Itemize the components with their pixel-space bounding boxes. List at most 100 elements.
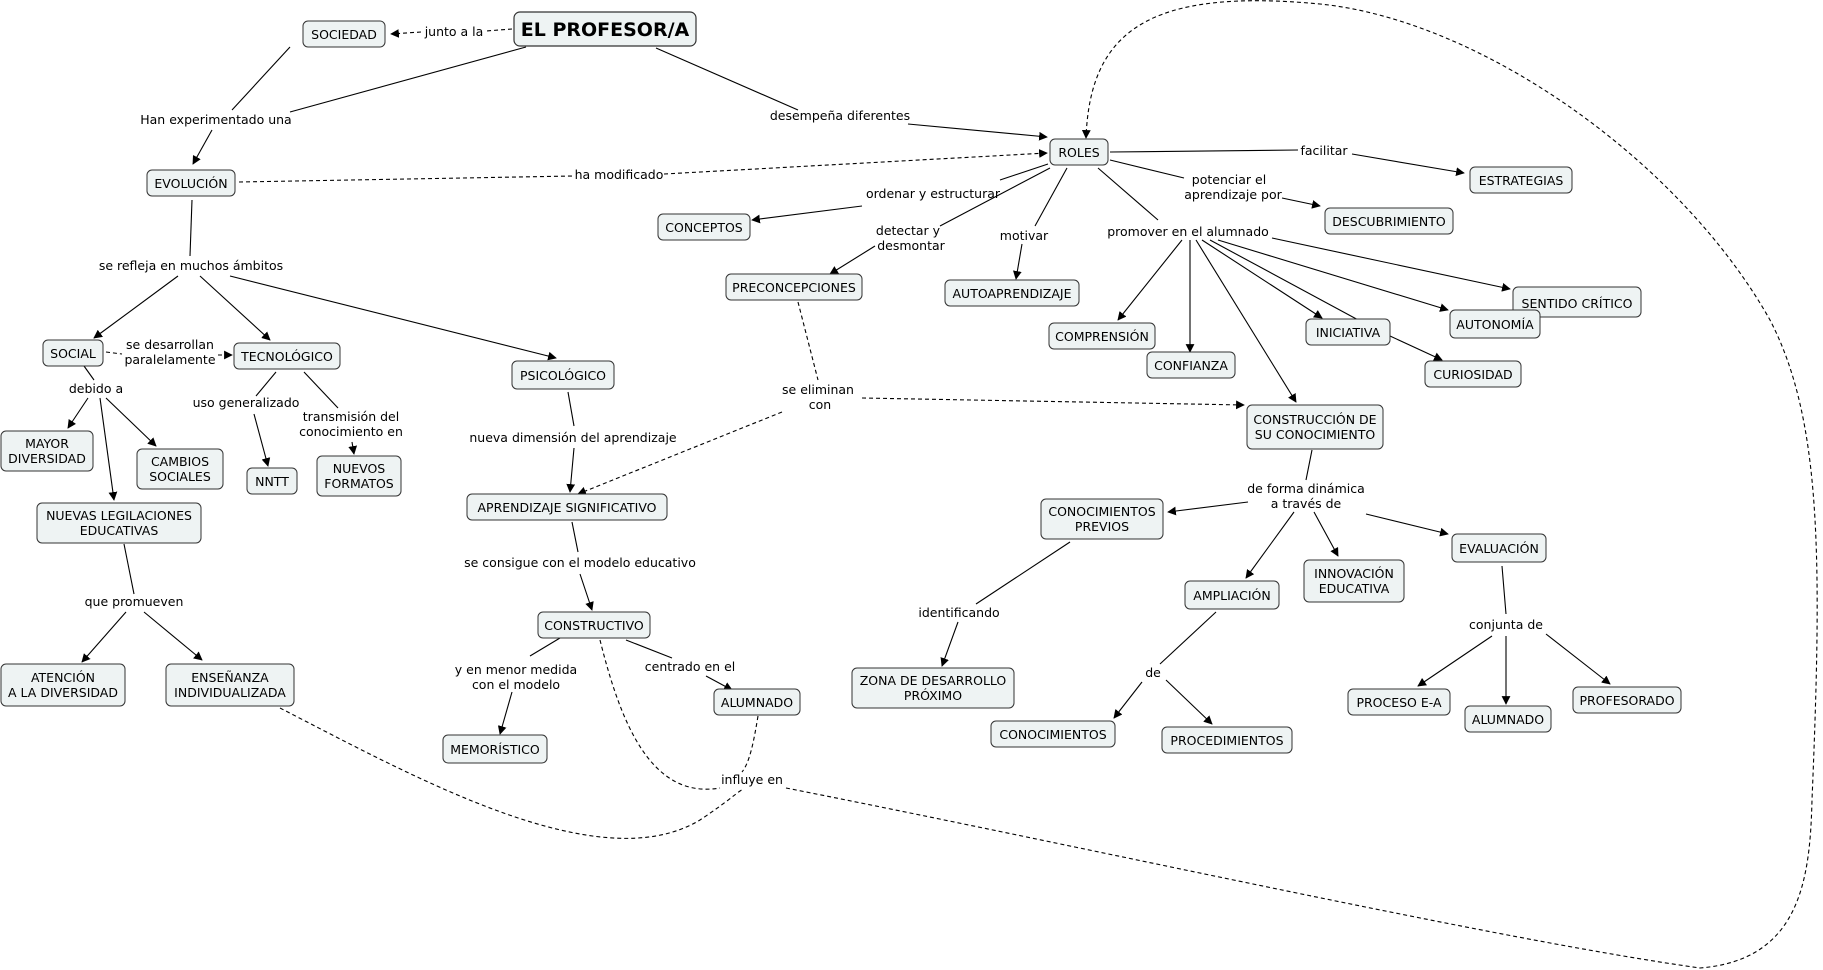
node-social[interactable]: SOCIAL — [42, 339, 104, 367]
node-psicologico-label: PSICOLÓGICO — [520, 368, 606, 383]
node-confianza-label: CONFIANZA — [1154, 358, 1228, 373]
link-transmision-2: conocimiento en — [299, 424, 403, 439]
link-facilitar: facilitar — [1300, 143, 1348, 158]
link-potenciar-1: potenciar el — [1192, 172, 1266, 187]
node-mayor-diversidad[interactable]: MAYOR DIVERSIDAD — [0, 430, 94, 472]
edge-serefleja-social — [93, 275, 179, 339]
node-estrategias[interactable]: ESTRATEGIAS — [1469, 166, 1573, 194]
node-sociedad[interactable]: SOCIEDAD — [302, 20, 386, 48]
node-innovacion-label-2: EDUCATIVA — [1319, 581, 1390, 596]
node-evolucion-label: EVOLUCIÓN — [154, 176, 227, 191]
node-conocimientos-label: CONOCIMIENTOS — [999, 727, 1106, 742]
node-innovacion[interactable]: INNOVACIÓN EDUCATIVA — [1303, 559, 1405, 603]
node-constructivo-label: CONSTRUCTIVO — [544, 618, 644, 633]
node-psicologico[interactable]: PSICOLÓGICO — [511, 360, 615, 390]
link-debido: debido a — [69, 381, 123, 396]
node-comprension[interactable]: COMPRENSIÓN — [1048, 322, 1156, 350]
link-consigue: se consigue con el modelo educativo — [464, 555, 696, 570]
node-construccion[interactable]: CONSTRUCCIÓN DE SU CONOCIMIENTO — [1246, 404, 1384, 450]
edge-hamod-roles — [663, 149, 1048, 175]
node-profesorado[interactable]: PROFESORADO — [1572, 686, 1682, 714]
node-conocimientos[interactable]: CONOCIMIENTOS — [990, 720, 1116, 748]
node-conceptos-label: CONCEPTOS — [665, 220, 743, 235]
link-menor-2: con el modelo — [472, 677, 560, 692]
node-profesor-label: EL PROFESOR/A — [521, 19, 690, 41]
edge-menor-memoristico — [497, 691, 513, 735]
node-nuevos-formatos[interactable]: NUEVOS FORMATOS — [316, 455, 402, 497]
node-ensenanza-label-1: ENSEÑANZA — [191, 670, 269, 685]
node-curiosidad-label: CURIOSIDAD — [1433, 367, 1512, 382]
edge-social-desarrollan — [105, 351, 123, 355]
node-constructivo[interactable]: CONSTRUCTIVO — [537, 611, 651, 639]
node-profesor[interactable]: EL PROFESOR/A — [513, 11, 697, 47]
node-preconcepciones-label: PRECONCEPCIONES — [732, 280, 856, 295]
link-transmision-1: transmisión del — [303, 409, 399, 424]
link-desarrollan-2: paralelamente — [124, 352, 215, 367]
edge-forma-previos — [1167, 501, 1249, 516]
node-ampliacion-label: AMPLIACIÓN — [1193, 588, 1270, 603]
node-alumnado-1-label: ALUMNADO — [721, 695, 793, 710]
node-descubrimiento[interactable]: DESCUBRIMIENTO — [1324, 207, 1454, 235]
edge-promover-iniciativa — [1201, 239, 1323, 319]
node-cambios-sociales[interactable]: CAMBIOS SOCIALES — [136, 448, 224, 490]
node-proceso[interactable]: PROCESO E-A — [1347, 688, 1451, 716]
edge-roles-ordenar — [999, 163, 1049, 181]
node-tecnologico[interactable]: TECNOLÓGICO — [233, 342, 341, 370]
node-memoristico[interactable]: MEMORÍSTICO — [442, 734, 548, 764]
node-iniciativa[interactable]: INICIATIVA — [1305, 318, 1391, 346]
node-roles[interactable]: ROLES — [1049, 138, 1109, 166]
edge-conjunta-profesorado — [1545, 633, 1611, 685]
node-zona[interactable]: ZONA DE DESARROLLO PRÓXIMO — [851, 667, 1015, 709]
node-alumnado-2[interactable]: ALUMNADO — [1464, 705, 1552, 733]
node-conceptos[interactable]: CONCEPTOS — [657, 213, 751, 241]
node-conocimientos-previos[interactable]: CONOCIMIENTOS PREVIOS — [1040, 498, 1164, 540]
node-confianza[interactable]: CONFIANZA — [1146, 351, 1236, 379]
node-ampliacion[interactable]: AMPLIACIÓN — [1184, 580, 1280, 610]
node-sentido-critico[interactable]: SENTIDO CRÍTICO — [1512, 286, 1642, 318]
node-aprendizaje-significativo[interactable]: APRENDIZAJE SIGNIFICATIVO — [466, 493, 668, 521]
node-autonomia[interactable]: AUTONOMÍA — [1449, 309, 1541, 339]
edge-eliminan-construccion — [861, 397, 1245, 410]
node-ensenanza[interactable]: ENSEÑANZA INDIVIDUALIZADA — [165, 663, 295, 707]
node-preconcepciones[interactable]: PRECONCEPCIONES — [725, 273, 863, 301]
node-nntt[interactable]: NNTT — [246, 467, 298, 495]
link-de: de — [1145, 665, 1161, 680]
link-menor-1: y en menor medida — [455, 662, 577, 677]
edge-roles-detectar — [939, 167, 1051, 227]
node-conocimientos-previos-label-2: PREVIOS — [1075, 519, 1129, 534]
node-cambios-sociales-label-1: CAMBIOS — [151, 454, 209, 469]
node-construccion-label-2: SU CONOCIMIENTO — [1255, 427, 1376, 442]
edge-const-influye — [599, 639, 721, 790]
edge-roles-potenciar — [1109, 159, 1185, 179]
node-alumnado-1[interactable]: ALUMNADO — [713, 688, 801, 716]
link-desarrollan-1: se desarrollan — [126, 337, 214, 352]
edge-facilitar-estrategias — [1351, 153, 1465, 177]
node-evolucion[interactable]: EVOLUCIÓN — [146, 169, 236, 197]
node-sociedad-label: SOCIEDAD — [311, 27, 377, 42]
node-atencion-label-1: ATENCIÓN — [31, 670, 95, 685]
edge-sociedad-han — [231, 46, 291, 111]
node-memoristico-label: MEMORÍSTICO — [450, 742, 540, 757]
node-nuevas-legislaciones[interactable]: NUEVAS LEGILACIONES EDUCATIVAS — [36, 502, 202, 544]
edge-psico-nueva — [567, 391, 575, 427]
edge-forma-innovacion — [1313, 511, 1339, 557]
node-curiosidad[interactable]: CURIOSIDAD — [1424, 360, 1522, 388]
edge-ampl-de — [1159, 611, 1217, 665]
node-estrategias-label: ESTRATEGIAS — [1479, 173, 1564, 188]
edge-eliminan-aprendizaje — [577, 411, 783, 496]
edge-constr-forma — [1305, 449, 1313, 481]
node-descubrimiento-label: DESCUBRIMIENTO — [1332, 214, 1446, 229]
node-zona-label-1: ZONA DE DESARROLLO — [860, 673, 1007, 688]
link-eliminan-2: con — [809, 397, 831, 412]
edge-social-debido — [83, 365, 95, 381]
edge-de-procedimientos — [1165, 679, 1213, 725]
node-atencion[interactable]: ATENCIÓN A LA DIVERSIDAD — [0, 663, 126, 707]
node-procedimientos[interactable]: PROCEDIMIENTOS — [1161, 726, 1293, 754]
edge-transmision-formatos — [348, 441, 358, 455]
edge-promover-sentido — [1271, 237, 1511, 292]
node-autoaprendizaje[interactable]: AUTOAPRENDIZAJE — [944, 279, 1080, 307]
edge-roles-promover — [1097, 167, 1159, 221]
node-evaluacion[interactable]: EVALUACIÓN — [1451, 533, 1547, 563]
link-influye: influye en — [721, 772, 783, 787]
